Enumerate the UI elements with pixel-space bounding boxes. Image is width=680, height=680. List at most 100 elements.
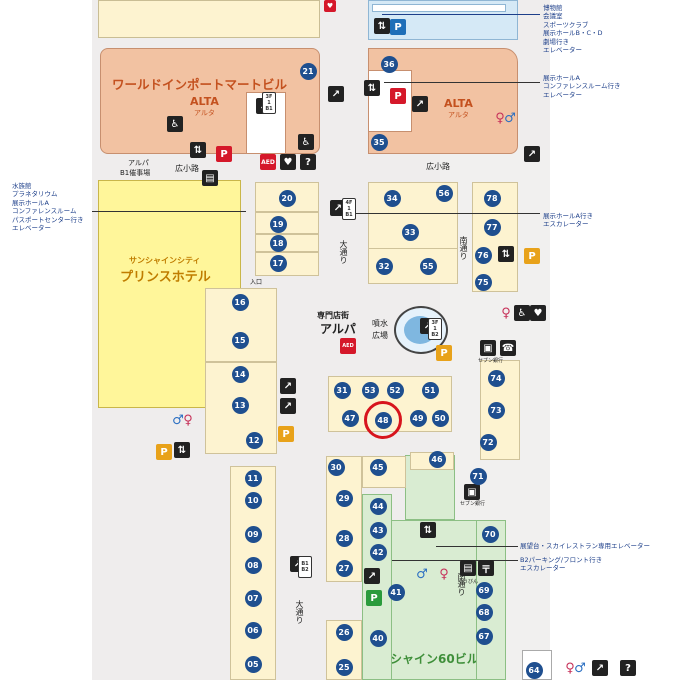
leader-planetarium — [92, 211, 246, 212]
nursing-room-icon: ♥ — [530, 305, 546, 321]
shop-marker-49[interactable]: 49 — [409, 409, 427, 427]
shop-marker-74[interactable]: 74 — [487, 369, 505, 387]
shop-marker-05[interactable]: 05 — [244, 655, 262, 673]
shop-marker-14[interactable]: 14 — [231, 365, 249, 383]
shop-marker-75[interactable]: 75 — [474, 273, 492, 291]
shop-marker-30[interactable]: 30 — [327, 458, 345, 476]
parking-icon: P — [278, 426, 294, 442]
shop-marker-20[interactable]: 20 — [278, 189, 296, 207]
shop-marker-64[interactable]: 64 — [525, 661, 543, 679]
shop-marker-41[interactable]: 41 — [387, 583, 405, 601]
shop-marker-34[interactable]: 34 — [383, 189, 401, 207]
odori-lower: 大通り — [295, 600, 304, 624]
shop-marker-18[interactable]: 18 — [269, 234, 287, 252]
shop-marker-56[interactable]: 56 — [435, 184, 453, 202]
shop-marker-35[interactable]: 35 — [370, 133, 388, 151]
hirokoji-left: 広小路 — [175, 164, 199, 173]
toilet-icon: ♂ — [504, 110, 516, 126]
shop-marker-36[interactable]: 36 — [380, 55, 398, 73]
shop-marker-52[interactable]: 52 — [386, 381, 404, 399]
shop-marker-68[interactable]: 68 — [475, 603, 493, 621]
odori-upper: 大通り — [339, 240, 348, 264]
wheelchair-icon: ♿ — [298, 134, 314, 150]
shop-marker-10[interactable]: 10 — [244, 491, 262, 509]
alta-logo-left: ALTA — [190, 95, 219, 108]
alpa-b1-1: アルパ — [128, 159, 149, 167]
shop-marker-13[interactable]: 13 — [231, 396, 249, 414]
shop-marker-11[interactable]: 11 — [244, 469, 262, 487]
shop-marker-67[interactable]: 67 — [475, 627, 493, 645]
toilet-icon: ♂ — [574, 660, 586, 676]
toilet-icon: ♂ — [416, 566, 428, 582]
shop-marker-25[interactable]: 25 — [335, 658, 353, 676]
elevator-icon: ⇅ — [374, 18, 390, 34]
shop-marker-69[interactable]: 69 — [475, 581, 493, 599]
alta-kana-left: アルタ — [194, 109, 215, 117]
shop-marker-28[interactable]: 28 — [335, 529, 353, 547]
shop-marker-44[interactable]: 44 — [369, 497, 387, 515]
shop-marker-78[interactable]: 78 — [483, 189, 501, 207]
shop-marker-47[interactable]: 47 — [341, 409, 359, 427]
alpa-subtitle: 専門店街 — [317, 311, 349, 320]
entrance-label: 入口 — [250, 279, 263, 286]
elevator-icon: ⇅ — [498, 246, 514, 262]
atm-icon: ▣ — [464, 484, 480, 500]
top-building-left — [98, 0, 320, 38]
shop-marker-46[interactable]: 46 — [428, 450, 446, 468]
shop-marker-09[interactable]: 09 — [244, 525, 262, 543]
toilet-icon: ♂ — [172, 412, 184, 428]
elevator-icon: ⇅ — [174, 442, 190, 458]
shop-marker-12[interactable]: 12 — [245, 431, 263, 449]
shop-marker-50[interactable]: 50 — [431, 409, 449, 427]
shop-marker-76[interactable]: 76 — [474, 246, 492, 264]
shop-marker-72[interactable]: 72 — [479, 433, 497, 451]
shop-marker-31[interactable]: 31 — [333, 381, 351, 399]
shop-marker-32[interactable]: 32 — [375, 257, 393, 275]
nursing-room-icon: ♥ — [280, 154, 296, 170]
shop-marker-40[interactable]: 40 — [369, 629, 387, 647]
highlight-ring — [364, 401, 402, 439]
shop-marker-70[interactable]: 70 — [481, 525, 499, 543]
fountain-label-2: 広場 — [372, 331, 388, 340]
shop-marker-17[interactable]: 17 — [269, 254, 287, 272]
shop-marker-77[interactable]: 77 — [483, 218, 501, 236]
annotation-hall-a-escalator: 展示ホールA行きエスカレーター — [543, 212, 593, 229]
info-icon: ? — [620, 660, 636, 676]
sunshine60-title: サンシャイン60ビル — [366, 652, 479, 666]
shop-marker-07[interactable]: 07 — [244, 589, 262, 607]
shop-marker-73[interactable]: 73 — [487, 401, 505, 419]
escalator-icon: ↗ — [524, 146, 540, 162]
shop-marker-08[interactable]: 08 — [244, 556, 262, 574]
escalator-icon: ↗ — [364, 568, 380, 584]
toilet-icon: ♀ — [565, 660, 575, 676]
shop-marker-33[interactable]: 33 — [401, 223, 419, 241]
prince-hotel-line1: サンシャインシティ — [129, 256, 201, 265]
world-import-title: ワールドインポートマートビル — [112, 77, 288, 92]
shop-marker-06[interactable]: 06 — [244, 621, 262, 639]
escalator-icon: ↗ — [280, 398, 296, 414]
seven-bank-label-2: セブン銀行 — [460, 501, 486, 507]
shop-marker-21[interactable]: 21 — [299, 62, 317, 80]
shop-marker-51[interactable]: 51 — [421, 381, 439, 399]
toilet-icon: ♀ — [439, 566, 449, 582]
info-icon: ? — [300, 154, 316, 170]
shop-marker-55[interactable]: 55 — [419, 257, 437, 275]
annotation-observatory: 展望台・スカイレストラン専用エレベーター — [520, 542, 650, 550]
escalator-icon: ↗ — [592, 660, 608, 676]
escalator-icon: ↗ — [412, 96, 428, 112]
parking-icon: P — [390, 19, 406, 35]
shop-marker-53[interactable]: 53 — [361, 381, 379, 399]
shop-marker-26[interactable]: 26 — [335, 623, 353, 641]
shop-marker-27[interactable]: 27 — [335, 559, 353, 577]
shop-marker-15[interactable]: 15 — [231, 331, 249, 349]
shop-marker-43[interactable]: 43 — [369, 521, 387, 539]
toilet-icon: ♀ — [183, 412, 193, 428]
shop-marker-29[interactable]: 29 — [335, 489, 353, 507]
shop-marker-19[interactable]: 19 — [269, 215, 287, 233]
shop-marker-16[interactable]: 16 — [231, 293, 249, 311]
shop-marker-45[interactable]: 45 — [369, 458, 387, 476]
shop-marker-71[interactable]: 71 — [469, 467, 487, 485]
annotation-b2-parking: B2パーキング/フロント行きエスカレーター — [520, 556, 603, 573]
shop-marker-42[interactable]: 42 — [369, 543, 387, 561]
